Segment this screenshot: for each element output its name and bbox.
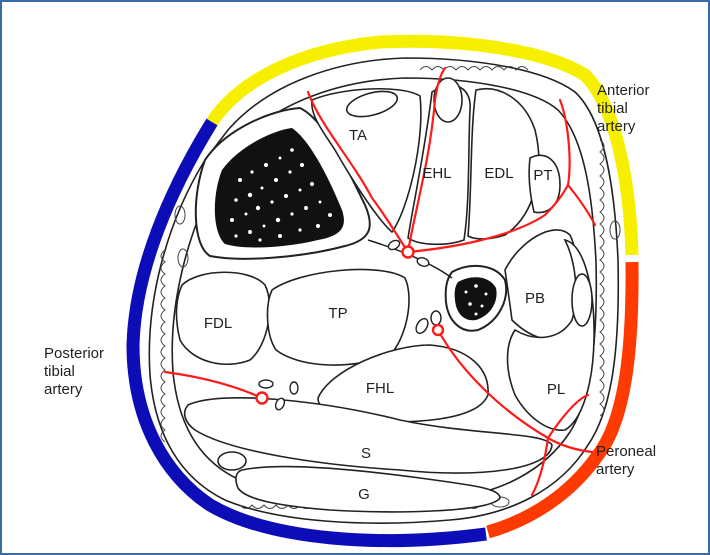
label-pt: PT [533, 167, 552, 184]
anterior-tibial-artery-vessel [403, 247, 414, 258]
label-pb: PB [525, 290, 545, 307]
label-edl: EDL [484, 165, 513, 182]
label-ta: TA [349, 127, 367, 144]
label-tp: TP [328, 305, 347, 322]
plantaris-tendon [218, 452, 246, 470]
label-posterior-tibial-artery: Posterior tibial artery [44, 345, 108, 398]
label-ehl: EHL [422, 165, 451, 182]
label-fhl: FHL [366, 380, 394, 397]
label-g: G [358, 486, 370, 503]
posterior-tibial-artery-vessel [257, 393, 268, 404]
pl-tendon [572, 274, 592, 326]
label-peroneal-artery: Peroneal artery [596, 443, 660, 478]
label-anterior-tibial-artery: Anterior tibial artery [597, 82, 654, 135]
label-pl: PL [547, 381, 565, 398]
label-fdl: FDL [204, 315, 232, 332]
label-s: S [361, 445, 371, 462]
peroneal-artery-vessel [433, 325, 443, 335]
